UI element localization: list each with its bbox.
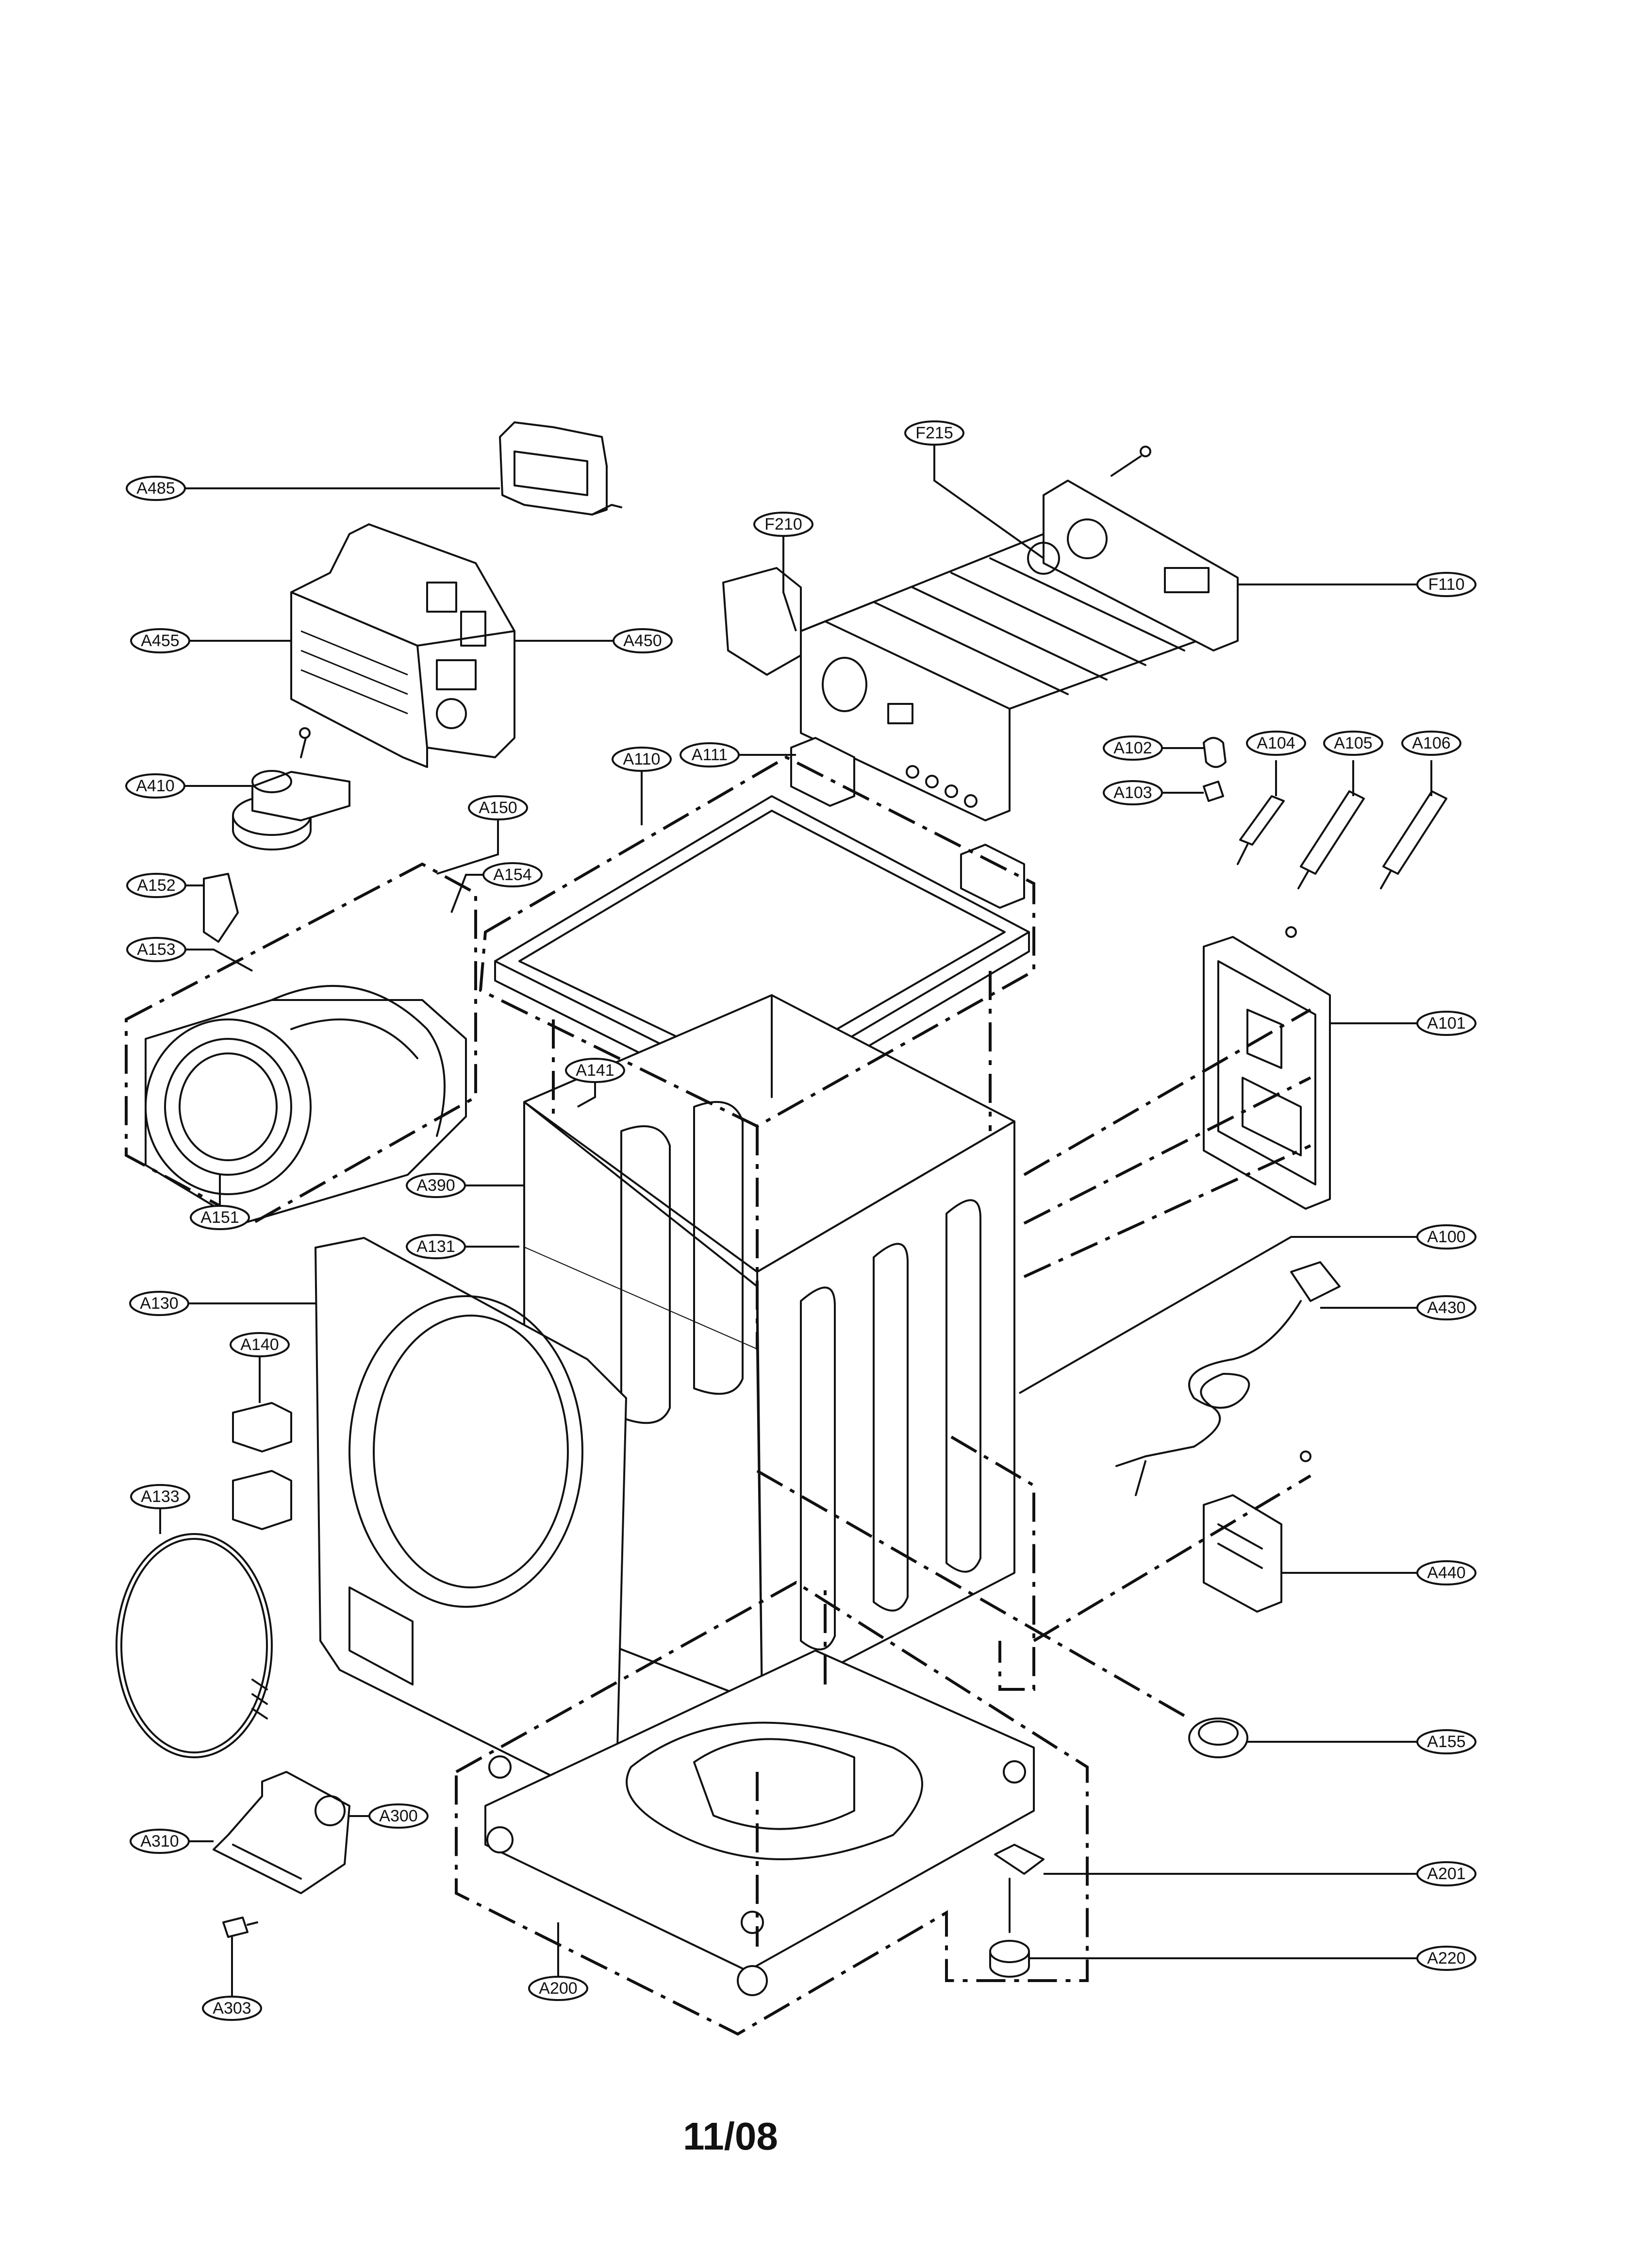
callout-a155: A155 bbox=[1416, 1729, 1476, 1754]
part-tub-front-assembly bbox=[145, 873, 467, 1224]
callout-a450: A450 bbox=[613, 628, 673, 653]
callout-a410: A410 bbox=[125, 773, 185, 799]
callout-a154: A154 bbox=[482, 862, 543, 887]
callout-a101: A101 bbox=[1416, 1011, 1476, 1036]
callout-a390: A390 bbox=[406, 1173, 466, 1198]
svg-text:A105: A105 bbox=[1334, 734, 1372, 752]
svg-text:A152: A152 bbox=[137, 876, 175, 895]
svg-text:A101: A101 bbox=[1427, 1014, 1465, 1033]
callout-f215: F215 bbox=[904, 420, 964, 446]
svg-text:A100: A100 bbox=[1427, 1228, 1465, 1246]
part-a111-brackets bbox=[790, 737, 1025, 909]
callout-a133: A133 bbox=[130, 1484, 190, 1509]
svg-text:F215: F215 bbox=[915, 424, 953, 442]
callout-a455: A455 bbox=[130, 628, 190, 653]
callout-a150: A150 bbox=[468, 795, 528, 820]
part-drawings bbox=[116, 421, 1447, 2036]
svg-text:A154: A154 bbox=[493, 866, 531, 884]
part-a155-cap bbox=[1188, 1718, 1248, 1758]
svg-text:A141: A141 bbox=[576, 1061, 614, 1080]
svg-text:A155: A155 bbox=[1427, 1733, 1465, 1751]
callout-a100: A100 bbox=[1416, 1224, 1476, 1250]
svg-text:A104: A104 bbox=[1257, 734, 1295, 752]
svg-text:A130: A130 bbox=[140, 1294, 178, 1313]
callout-a105: A105 bbox=[1323, 731, 1383, 756]
part-pcb-assembly bbox=[290, 523, 515, 768]
svg-text:A455: A455 bbox=[141, 632, 179, 650]
svg-text:A440: A440 bbox=[1427, 1564, 1465, 1582]
part-a133-clamp bbox=[116, 1533, 273, 1758]
callout-a104: A104 bbox=[1246, 731, 1306, 756]
svg-text:A111: A111 bbox=[692, 746, 728, 764]
svg-text:A110: A110 bbox=[623, 750, 661, 768]
callout-a310: A310 bbox=[130, 1829, 190, 1854]
svg-text:A200: A200 bbox=[539, 1979, 577, 1998]
callout-a300: A300 bbox=[368, 1803, 429, 1829]
svg-text:A450: A450 bbox=[623, 632, 662, 650]
part-a101-rear-panel bbox=[1203, 926, 1331, 1210]
part-shock-absorbers bbox=[1237, 790, 1447, 889]
svg-text:A102: A102 bbox=[1113, 739, 1152, 757]
part-a200-base bbox=[484, 1650, 1035, 1996]
svg-text:A106: A106 bbox=[1412, 734, 1450, 752]
callout-a430: A430 bbox=[1416, 1295, 1476, 1320]
svg-text:F110: F110 bbox=[1428, 575, 1465, 594]
svg-text:A310: A310 bbox=[140, 1832, 179, 1851]
callout-bubbles: A485 F215 F210 F110 A455 A450 A410 A110 … bbox=[125, 420, 1476, 2021]
callout-a220: A220 bbox=[1416, 1946, 1476, 1971]
callout-a141: A141 bbox=[565, 1058, 625, 1083]
callout-a106: A106 bbox=[1401, 731, 1461, 756]
part-control-panel-assembly bbox=[722, 446, 1239, 821]
svg-text:A153: A153 bbox=[137, 940, 175, 959]
svg-text:A140: A140 bbox=[240, 1335, 279, 1354]
callout-f110: F110 bbox=[1416, 572, 1476, 597]
callout-a131: A131 bbox=[406, 1234, 466, 1259]
svg-text:F210: F210 bbox=[764, 515, 802, 534]
callout-f210: F210 bbox=[753, 512, 813, 537]
callout-a110: A110 bbox=[612, 747, 672, 772]
part-a140-hinges bbox=[232, 1402, 292, 1530]
callout-a201: A201 bbox=[1416, 1861, 1476, 1886]
callout-a440: A440 bbox=[1416, 1560, 1476, 1585]
part-a410-sensor bbox=[232, 727, 350, 850]
svg-text:A430: A430 bbox=[1427, 1299, 1465, 1317]
callout-a200: A200 bbox=[528, 1976, 588, 2001]
part-a201-a220-foot bbox=[989, 1844, 1045, 1978]
svg-text:A150: A150 bbox=[479, 799, 517, 817]
svg-text:A303: A303 bbox=[213, 1999, 251, 2018]
callout-a303: A303 bbox=[202, 1996, 262, 2021]
callout-a130: A130 bbox=[129, 1291, 189, 1316]
callout-a102: A102 bbox=[1103, 735, 1163, 761]
svg-text:A410: A410 bbox=[136, 777, 174, 795]
svg-text:A103: A103 bbox=[1113, 784, 1152, 802]
part-a303-screw bbox=[222, 1917, 258, 1938]
footer-date-code: 11/08 bbox=[683, 2115, 778, 2158]
callout-a153: A153 bbox=[126, 937, 186, 962]
callout-a103: A103 bbox=[1103, 780, 1163, 805]
callout-a111: A111 bbox=[680, 742, 740, 767]
svg-text:A390: A390 bbox=[416, 1176, 455, 1195]
callout-a151: A151 bbox=[190, 1205, 250, 1230]
part-a440-filter bbox=[1203, 1451, 1311, 1613]
svg-text:A131: A131 bbox=[416, 1237, 455, 1256]
svg-text:A220: A220 bbox=[1427, 1949, 1465, 1968]
svg-text:A133: A133 bbox=[141, 1487, 179, 1506]
part-a300-a310-cover bbox=[213, 1771, 350, 1894]
svg-text:A151: A151 bbox=[200, 1208, 239, 1227]
callout-a140: A140 bbox=[230, 1332, 290, 1357]
callout-a485: A485 bbox=[126, 476, 186, 501]
callout-leaders bbox=[159, 445, 1432, 1997]
part-a430-power-cord bbox=[1115, 1261, 1341, 1496]
part-a485-bracket bbox=[499, 421, 622, 516]
svg-text:A300: A300 bbox=[379, 1807, 417, 1825]
part-a102-a103-clips bbox=[1203, 737, 1227, 802]
svg-text:A485: A485 bbox=[136, 479, 175, 498]
group-boundaries bbox=[125, 755, 1311, 2036]
svg-text:A201: A201 bbox=[1427, 1865, 1465, 1883]
callout-a152: A152 bbox=[126, 873, 186, 898]
